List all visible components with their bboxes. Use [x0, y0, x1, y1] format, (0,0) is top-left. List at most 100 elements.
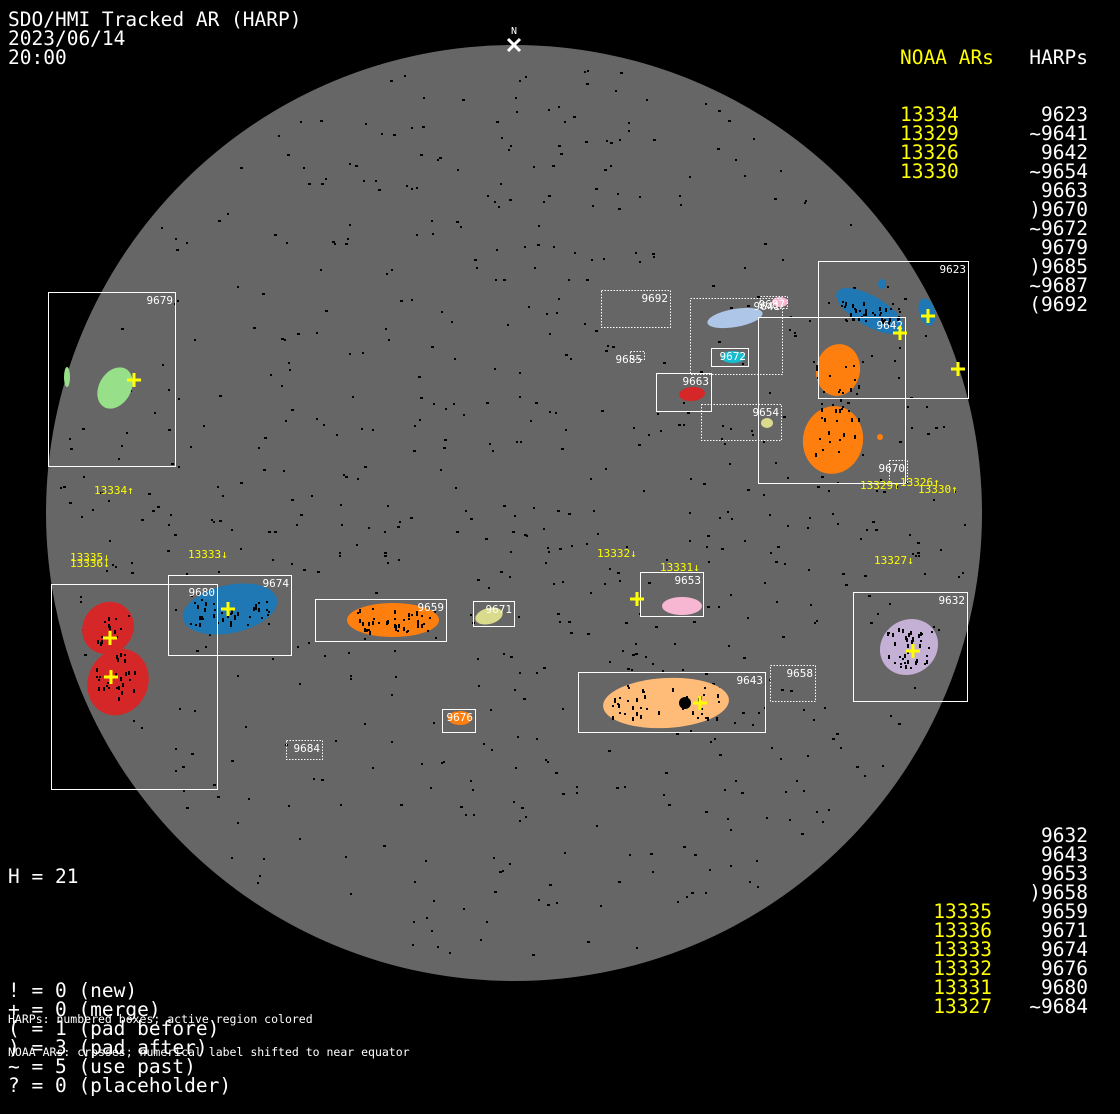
- magnetic-dot: [320, 269, 322, 271]
- magnetic-dot: [493, 857, 495, 859]
- magnetic-dot: [390, 80, 393, 82]
- magnetic-dot: [84, 654, 87, 656]
- magnetic-dot: [742, 712, 745, 714]
- sunspot-pixel: [103, 687, 105, 691]
- magnetic-dot: [553, 583, 555, 585]
- noaa-ar-label: 13333↓: [188, 548, 228, 561]
- magnetic-dot: [425, 860, 427, 862]
- sunspot-pixel: [214, 609, 216, 611]
- magnetic-dot: [757, 886, 759, 888]
- magnetic-dot: [639, 196, 641, 198]
- harp-entry: (9692: [1029, 293, 1088, 316]
- sunspot-pixel: [627, 700, 629, 702]
- magnetic-dot: [60, 487, 62, 489]
- sunspot-pixel: [408, 613, 410, 617]
- magnetic-dot: [758, 712, 760, 714]
- magnetic-dot: [213, 784, 216, 786]
- magnetic-dot: [262, 293, 265, 295]
- magnetic-dot: [335, 740, 337, 742]
- magnetic-dot: [668, 804, 671, 806]
- magnetic-dot: [926, 406, 928, 408]
- magnetic-dot: [635, 252, 637, 254]
- magnetic-dot: [517, 736, 519, 738]
- magnetic-dot: [653, 256, 655, 258]
- sunspot-pixel: [115, 673, 117, 677]
- sunspot-pixel: [686, 696, 688, 698]
- sunspot-pixel: [920, 640, 922, 642]
- sunspot-pixel: [822, 449, 824, 451]
- sunspot-pixel: [918, 634, 920, 638]
- sunspot-pixel: [850, 388, 852, 392]
- magnetic-dot: [431, 930, 433, 932]
- harp-box-outline: [51, 584, 218, 790]
- stats-block: H = 21 ! = 0 (new)+ = 0 (merge)( = 1 (pa…: [8, 829, 231, 1114]
- magnetic-dot: [803, 709, 805, 711]
- magnetic-dot: [237, 822, 239, 824]
- sunspot-pixel: [841, 408, 843, 410]
- magnetic-dot: [92, 509, 94, 511]
- active-region-patch: [815, 344, 861, 396]
- magnetic-dot: [585, 141, 588, 143]
- magnetic-dot: [316, 332, 318, 334]
- magnetic-dot: [655, 626, 658, 628]
- magnetic-dot: [742, 363, 744, 365]
- noaa-ar-entry: 13329: [900, 122, 959, 145]
- magnetic-dot: [730, 829, 732, 831]
- magnetic-dot: [864, 775, 866, 777]
- sunspot-pixel: [202, 618, 204, 620]
- magnetic-dot: [747, 489, 750, 491]
- sunspot-pixel: [368, 629, 370, 631]
- magnetic-dot: [616, 787, 619, 789]
- sunspot-pixel: [108, 617, 110, 621]
- sunspot-pixel: [369, 631, 371, 635]
- magnetic-dot: [487, 195, 489, 197]
- magnetic-dot: [536, 738, 538, 740]
- magnetic-dot: [646, 99, 648, 101]
- magnetic-dot: [70, 448, 73, 450]
- magnetic-dot: [300, 121, 302, 123]
- magnetic-dot: [775, 561, 778, 563]
- magnetic-dot: [509, 576, 511, 578]
- magnetic-dot: [568, 279, 570, 281]
- magnetic-dot: [734, 722, 736, 724]
- magnetic-dot: [300, 514, 303, 516]
- magnetic-dot: [334, 243, 336, 245]
- magnetic-dot: [911, 427, 913, 429]
- magnetic-dot: [568, 513, 571, 515]
- magnetic-dot: [509, 863, 511, 865]
- sunspot-pixel: [926, 660, 928, 664]
- harp-box-9687: 9687: [759, 296, 788, 311]
- harp-entry: 9671: [1041, 919, 1088, 942]
- sunspot-pixel: [829, 375, 831, 377]
- magnetic-dot: [248, 798, 250, 800]
- magnetic-dot: [899, 347, 901, 349]
- sunspot-pixel: [845, 302, 847, 306]
- magnetic-dot: [914, 687, 916, 689]
- magnetic-dot: [774, 198, 777, 200]
- magnetic-dot: [121, 445, 123, 447]
- sunspot-pixel: [108, 687, 110, 689]
- sunspot-pixel: [640, 715, 642, 719]
- magnetic-dot: [781, 689, 784, 691]
- magnetic-dot: [393, 134, 396, 136]
- magnetic-dot: [476, 267, 478, 269]
- sunspot-pixel: [841, 305, 843, 307]
- magnetic-dot: [547, 761, 549, 763]
- magnetic-dot: [832, 513, 834, 515]
- magnetic-dot: [211, 519, 213, 521]
- sunspot-pixel: [881, 317, 883, 321]
- magnetic-dot: [574, 252, 576, 254]
- magnetic-dot: [871, 355, 873, 357]
- sunspot-pixel: [231, 610, 233, 614]
- sunspot-pixel: [221, 612, 223, 614]
- magnetic-dot: [503, 653, 505, 655]
- magnetic-dot: [896, 486, 898, 488]
- magnetic-dot: [864, 575, 867, 577]
- harp-box-label: 9632: [939, 594, 966, 607]
- magnetic-dot: [430, 787, 432, 789]
- noaa-cross-icon: [630, 592, 644, 606]
- sunspot-pixel: [823, 391, 825, 393]
- sunspot-pixel: [128, 671, 130, 675]
- magnetic-dot: [285, 420, 287, 422]
- magnetic-dot: [339, 555, 341, 557]
